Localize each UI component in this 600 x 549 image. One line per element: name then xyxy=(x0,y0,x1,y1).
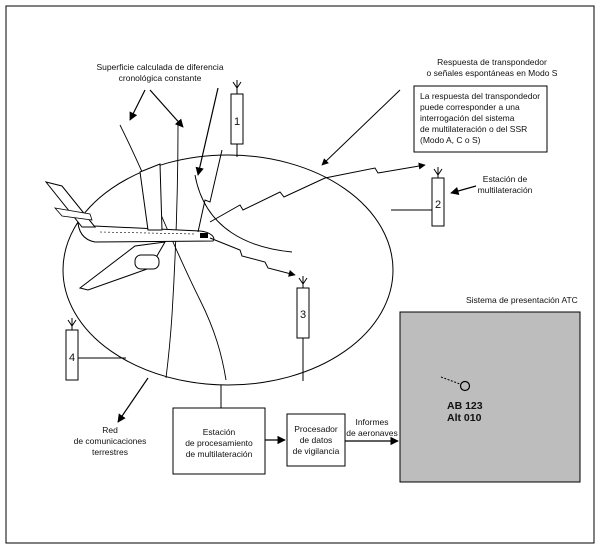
network-label-line1: Red xyxy=(102,425,118,435)
surface-label-line2: cronológica constante xyxy=(119,73,202,83)
network-label-line3: terrestres xyxy=(92,447,128,457)
reply-label-line2: o señales espontáneas en Modo S xyxy=(427,68,558,78)
station-3: 3 xyxy=(296,276,310,381)
atc-title: Sistema de presentación ATC xyxy=(466,295,578,305)
processing-station-box xyxy=(172,407,266,475)
station-1: 1 xyxy=(230,80,244,157)
station-4-label: 4 xyxy=(69,352,75,364)
aircraft-icon xyxy=(44,163,215,291)
atc-display xyxy=(399,311,581,483)
station-2: 2 xyxy=(391,167,445,227)
note-line2: puede corresponder a una xyxy=(420,102,520,112)
note-line1: La respuesta del transpondedor xyxy=(420,91,540,101)
network-arrow xyxy=(117,377,149,423)
surface-arrow-right xyxy=(195,87,219,176)
reports-line2: de aeronaves xyxy=(346,428,398,438)
track-callsign: AB 123 xyxy=(447,400,483,412)
surface-label-line1: Superficie calculada de diferencia xyxy=(96,62,223,72)
note-line3: interrogación del sistema xyxy=(420,113,515,123)
coverage-ellipse xyxy=(62,154,394,386)
station-3-label: 3 xyxy=(300,309,306,321)
track-altitude: Alt 010 xyxy=(447,412,482,424)
network-label-line2: de comunicaciones xyxy=(74,436,147,446)
signal-lines xyxy=(197,89,426,277)
reply-label-line1: Respuesta de transpondedor xyxy=(437,57,547,67)
processor-line1: Procesador xyxy=(294,424,338,434)
station-label-line2: multilateración xyxy=(478,185,533,195)
outer-frame xyxy=(5,5,595,544)
station-1-label: 1 xyxy=(234,116,240,128)
processing-line2: de procesamiento xyxy=(185,438,253,448)
surface-arrow-center xyxy=(149,89,184,128)
transponder-note-box xyxy=(413,85,548,153)
processor-line3: de vigilancia xyxy=(293,446,340,456)
surveillance-processor-box xyxy=(286,413,346,467)
reports-line1: Informes xyxy=(355,417,388,427)
station-arrow xyxy=(450,185,477,196)
note-line5: (Modo A, C o S) xyxy=(420,135,481,145)
processor-line2: de datos xyxy=(300,435,333,445)
station-label-line1: Estación de xyxy=(483,174,528,184)
target-symbol-icon xyxy=(459,380,471,392)
processing-line1: Estación xyxy=(203,427,236,437)
surface-arrow-left xyxy=(129,89,146,121)
processing-line3: de multilateración xyxy=(186,449,253,459)
note-line4: de multilateración o del SSR xyxy=(420,124,527,134)
station-4: 4 xyxy=(65,318,126,381)
station-2-label: 2 xyxy=(435,199,441,211)
